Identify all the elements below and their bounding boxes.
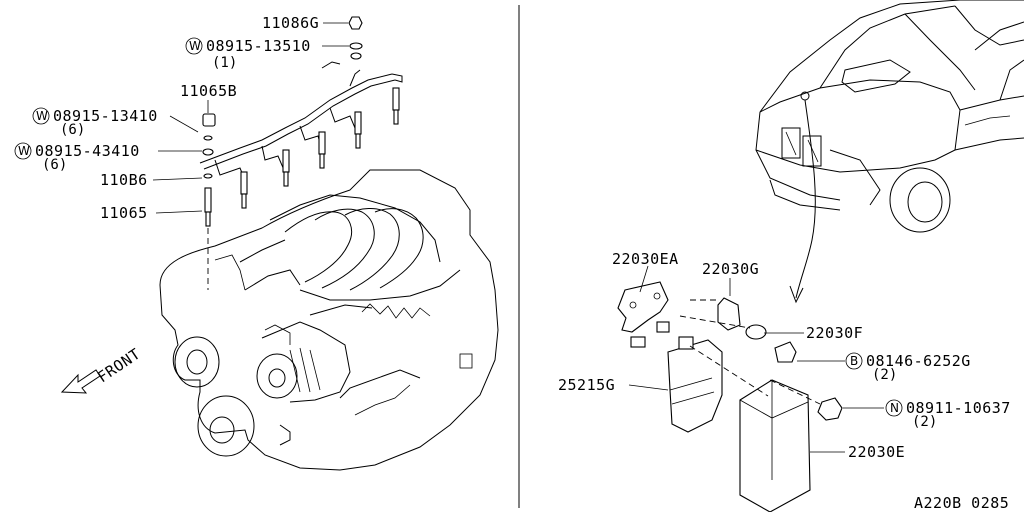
label-22030g: 22030G	[702, 260, 759, 278]
left-leader-lines	[152, 22, 349, 214]
label-11065: 11065	[100, 204, 148, 222]
label-08915-43410-qty: (6)	[42, 157, 67, 173]
label-11086g: 11086G	[262, 14, 319, 32]
label-08911-10637: 08911-10637	[906, 399, 1011, 417]
label-08146-6252g-qty: (2)	[872, 367, 897, 383]
label-08915-13510: 08915-13510	[206, 37, 311, 55]
right-leader-lines	[628, 265, 884, 453]
svg-text:N: N	[890, 401, 899, 415]
svg-text:B: B	[850, 354, 858, 368]
label-110b6: 110B6	[100, 171, 148, 189]
n-marker: N	[885, 399, 903, 417]
b-marker: B	[845, 352, 863, 370]
engine-illustration	[159, 169, 499, 471]
front-label: FRONT	[94, 345, 144, 387]
label-08915-13410-qty: (6)	[60, 122, 85, 138]
w-marker-2: W	[32, 107, 50, 125]
svg-text:W: W	[18, 144, 30, 158]
label-08911-10637-qty: (2)	[912, 414, 937, 430]
svg-text:W: W	[189, 39, 201, 53]
relay-location-arrow	[789, 91, 816, 304]
injector-nozzles	[204, 87, 400, 290]
vehicle-illustration	[755, 0, 1024, 233]
label-25215g: 25215G	[558, 376, 615, 394]
w-marker-3: W	[14, 142, 32, 160]
svg-text:W: W	[36, 109, 48, 123]
label-22030ea: 22030EA	[612, 250, 679, 268]
label-22030f: 22030F	[806, 324, 863, 342]
front-direction-arrow	[60, 369, 101, 394]
w-marker-1: W	[185, 37, 203, 55]
relay-assembly	[617, 281, 843, 512]
label-08915-13410: 08915-13410	[53, 107, 158, 125]
label-11065b: 11065B	[180, 82, 237, 100]
label-08915-43410: 08915-43410	[35, 142, 140, 160]
label-22030e: 22030E	[848, 443, 905, 461]
small-parts	[202, 16, 363, 179]
label-08915-13510-qty: (1)	[212, 55, 237, 71]
diagram-code: A220B 0285	[914, 494, 1009, 512]
label-08146-6252g: 08146-6252G	[866, 352, 971, 370]
injection-pipes	[199, 61, 403, 181]
